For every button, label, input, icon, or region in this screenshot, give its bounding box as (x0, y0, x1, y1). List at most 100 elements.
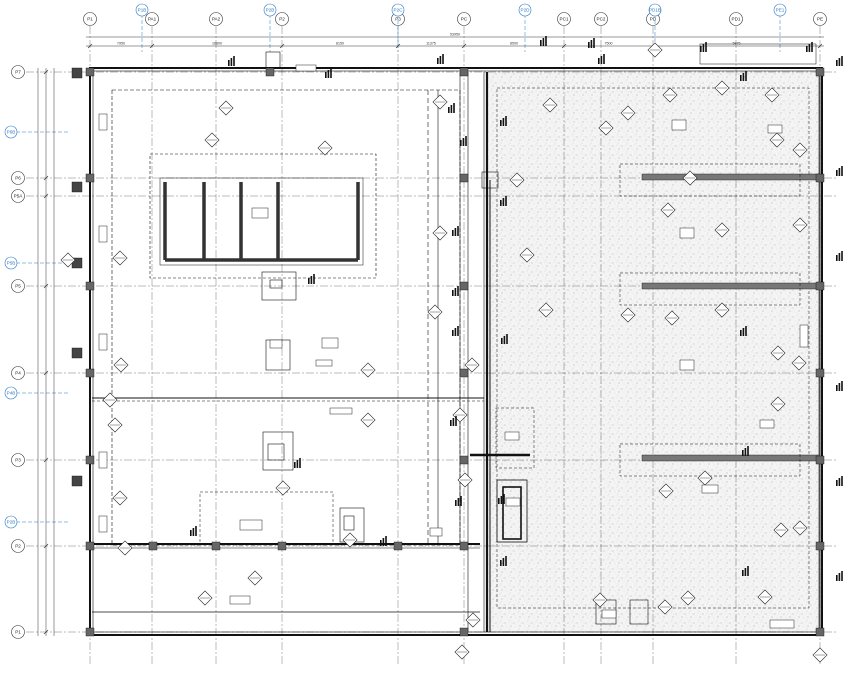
level-bar (841, 56, 843, 66)
level-bar (838, 478, 841, 486)
annotation-tags (98, 64, 809, 629)
level-bar (380, 540, 382, 546)
level-bar (230, 58, 233, 66)
level-bar (836, 170, 838, 176)
columns (71, 67, 825, 637)
grid-bubble-blue (135, 3, 149, 17)
column (85, 627, 95, 637)
column (815, 627, 825, 637)
level-bar (590, 40, 593, 48)
level-bar (740, 330, 742, 336)
column (85, 173, 95, 183)
level-bar (747, 446, 749, 456)
level-bar (500, 120, 502, 126)
level-bar (457, 286, 459, 296)
level-bar (836, 480, 838, 486)
hatched-slab-area (487, 72, 822, 632)
column (459, 281, 469, 291)
grid-label-left: P4 (15, 371, 21, 376)
level-bar (460, 496, 462, 506)
annotation-tag (329, 407, 353, 415)
annotation-tag (701, 484, 719, 494)
annotation-tag (505, 497, 521, 507)
grid-bubble-blue (4, 256, 18, 270)
level-bar (505, 196, 507, 206)
level-bar (195, 526, 197, 536)
column (211, 541, 221, 551)
level-bar (506, 334, 508, 344)
dimension-value: 5875 (733, 42, 741, 46)
dimension-value: 7950 (117, 42, 125, 46)
grid-label-top: P3 (395, 17, 401, 22)
level-bar (811, 42, 813, 52)
column (148, 541, 158, 551)
dimension-value: 11375 (426, 42, 436, 46)
level-bar (502, 118, 505, 126)
annotation-tag (601, 609, 617, 619)
level-bar (452, 230, 454, 236)
level-bar (452, 290, 454, 296)
grid-label-top: PC1 (560, 17, 569, 22)
annotation-tag (295, 64, 317, 72)
level-bar (437, 58, 439, 64)
level-bar (442, 54, 444, 64)
column (815, 368, 825, 378)
grid-label-top: P2 (279, 17, 285, 22)
level-bar (382, 538, 385, 546)
dimension-tick (43, 175, 49, 181)
grid-label-top-blue: P1B (138, 8, 147, 13)
level-bar (327, 70, 330, 78)
column-block (71, 181, 83, 193)
column (815, 541, 825, 551)
level-bar (452, 418, 455, 426)
level-bar (744, 448, 747, 456)
level-bar (841, 476, 843, 486)
dimension-tick (395, 43, 401, 49)
level-bar (745, 71, 747, 81)
grid-bubble-blue (4, 515, 18, 529)
level-bar (600, 56, 603, 64)
level-bar (500, 200, 502, 206)
grid-bubble (11, 65, 25, 79)
level-bar (503, 494, 505, 504)
grid-label-left: P5 (15, 284, 21, 289)
level-bar (448, 107, 450, 113)
column-block (71, 347, 83, 359)
dimension-tick (561, 43, 567, 49)
level-bar (190, 530, 192, 536)
annotation-tag (759, 419, 775, 429)
dimension-tick (87, 43, 93, 49)
level-bar (841, 571, 843, 581)
level-bar (700, 46, 702, 52)
column (815, 455, 825, 465)
grid-label-top-blue: PE1 (776, 8, 785, 13)
grid-label-top: PD (650, 17, 657, 22)
grid-bubble (11, 279, 25, 293)
grid-label-top: PE (817, 17, 823, 22)
annotation-tag (98, 113, 108, 131)
level-bar (457, 498, 460, 506)
level-bar (705, 42, 707, 52)
annotation-tag (229, 595, 251, 605)
grid-bubble (813, 12, 827, 26)
level-bar (498, 498, 500, 504)
annotation-tag (799, 324, 809, 348)
grid-label-left-blue: P6B (7, 130, 16, 135)
grid-label-left: P7 (15, 70, 21, 75)
level-bar (540, 40, 542, 46)
dimension-tick (43, 543, 49, 549)
annotation-tag (98, 515, 108, 533)
grid-bubble (11, 625, 25, 639)
grid-label-top: PC (461, 17, 468, 22)
level-bar (450, 420, 452, 426)
column (393, 541, 403, 551)
column (85, 541, 95, 551)
grid-bubble (11, 453, 25, 467)
grid-label-left: P1 (15, 630, 21, 635)
level-bar (308, 278, 310, 284)
level-bar (836, 60, 838, 66)
annotation-tag (679, 359, 695, 371)
grid-bubble (11, 539, 25, 553)
level-bar (294, 462, 296, 468)
